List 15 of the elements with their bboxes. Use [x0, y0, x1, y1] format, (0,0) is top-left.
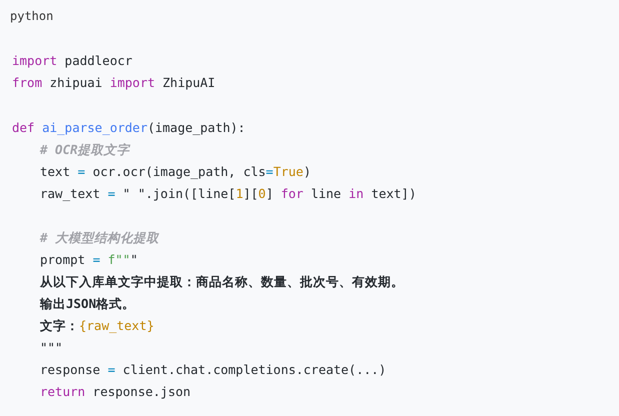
code-line: raw_text = " ".join([line[1][0] for line in text]) — [40, 185, 416, 203]
code-line: return response.json — [40, 383, 191, 401]
code-line: """ — [40, 339, 63, 357]
language-label: python — [10, 8, 54, 25]
code-line: from zhipuai import ZhipuAI — [12, 74, 216, 92]
code-line: 输出JSON格式。 — [40, 295, 136, 313]
code-line: response = client.chat.completions.create(...) — [40, 361, 386, 379]
code-line: import paddleocr — [12, 52, 132, 70]
code-comment: # 大模型结构化提取 — [40, 229, 160, 247]
code-line: prompt = f""" — [40, 251, 138, 269]
code-line: 文字：{raw_text} — [40, 317, 154, 335]
code-comment: # OCR提取文字 — [40, 141, 130, 159]
code-line: 从以下入库单文字中提取：商品名称、数量、批次号、有效期。 — [40, 273, 404, 291]
code-line: def ai_parse_order(image_path): — [12, 119, 246, 137]
code-line: text = ocr.ocr(image_path, cls=True) — [40, 163, 311, 181]
